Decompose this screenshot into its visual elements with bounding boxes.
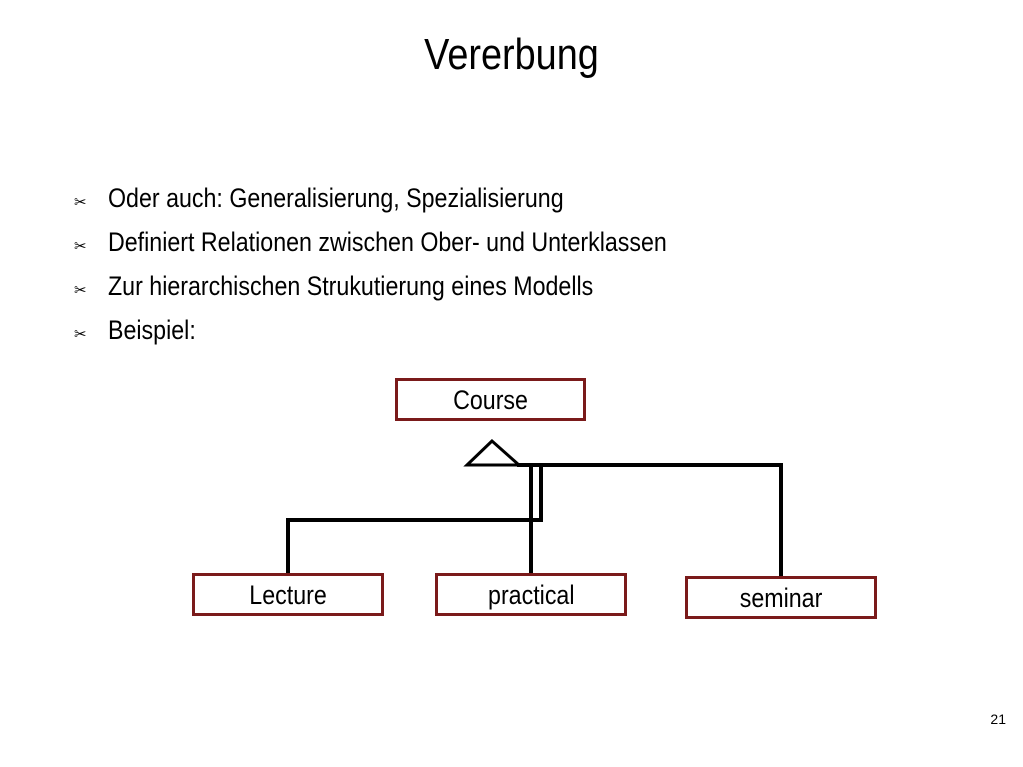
class-name: Lecture	[249, 579, 327, 610]
bullet-list: ✂ Oder auch: Generalisierung, Spezialisi…	[74, 176, 758, 352]
class-box-practical: practical	[435, 573, 627, 616]
bullet-item: ✂ Definiert Relationen zwischen Ober- un…	[74, 220, 758, 264]
connector-lecture	[286, 463, 543, 575]
bullet-item: ✂ Oder auch: Generalisierung, Spezialisi…	[74, 176, 758, 220]
class-box-seminar: seminar	[685, 576, 877, 619]
class-name: seminar	[739, 582, 823, 613]
scissors-icon: ✂	[74, 324, 87, 343]
bullet-item: ✂ Beispiel:	[74, 308, 758, 352]
scissors-icon: ✂	[74, 236, 87, 255]
scissors-icon: ✂	[74, 280, 87, 299]
class-name: practical	[487, 579, 575, 610]
bullet-text: Beispiel:	[108, 315, 196, 345]
generalization-arrowhead	[463, 438, 523, 467]
bullet-text: Zur hierarchischen Strukutierung eines M…	[108, 271, 594, 301]
class-name: Course	[453, 384, 528, 415]
bullet-text: Oder auch: Generalisierung, Spezialisier…	[108, 183, 564, 213]
class-box-course: Course	[395, 378, 586, 421]
connector-seminar	[517, 463, 783, 579]
slide-title: Vererbung	[424, 30, 599, 79]
bullet-item: ✂ Zur hierarchischen Strukutierung eines…	[74, 264, 758, 308]
page-number: 21	[990, 711, 1006, 727]
class-box-lecture: Lecture	[192, 573, 384, 616]
bullet-text: Definiert Relationen zwischen Ober- und …	[108, 227, 667, 257]
scissors-icon: ✂	[74, 192, 87, 211]
